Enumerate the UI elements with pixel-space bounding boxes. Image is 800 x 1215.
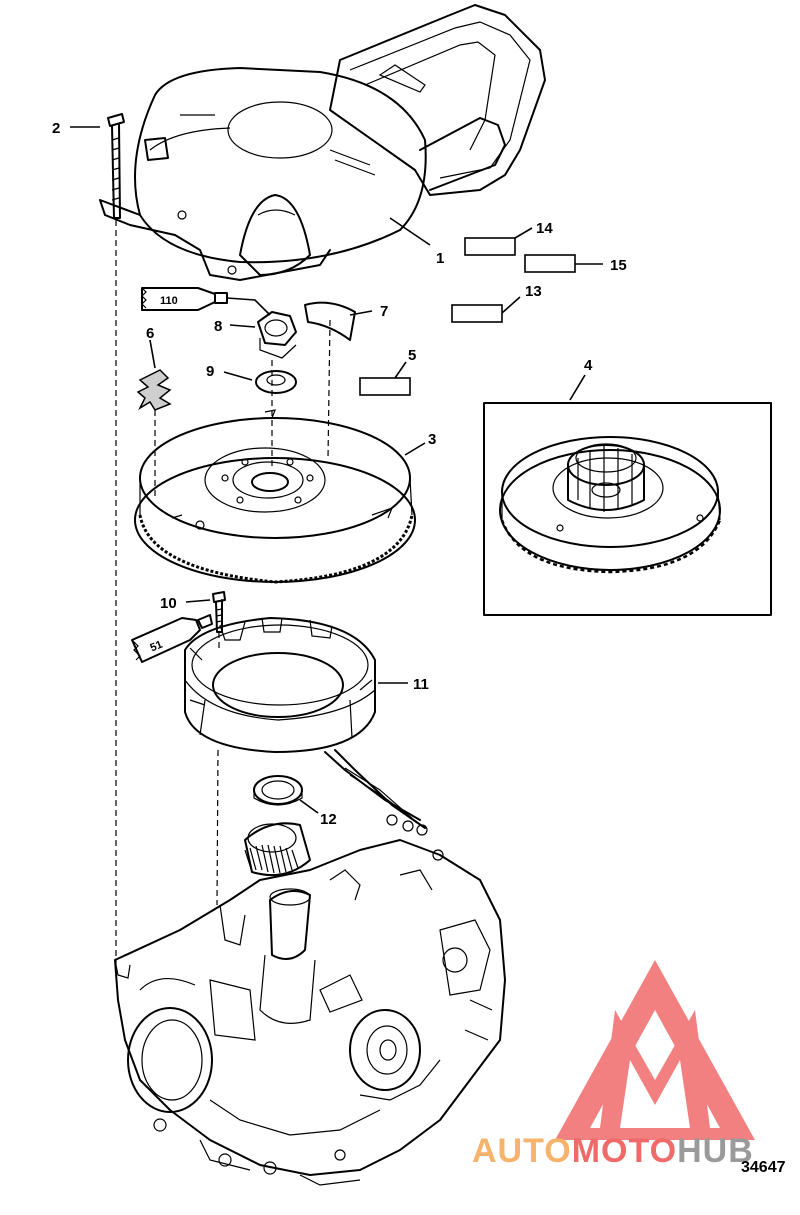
flywheel-3 [134,409,416,584]
tube-51-label: 51 [148,639,164,655]
key-7 [304,301,356,341]
callout-15: 15 [610,257,627,274]
label-plate-14 [464,237,516,256]
callouts: 2 1 14 15 13 7 8 6 9 5 4 3 10 11 12 [52,120,627,828]
callout-11: 11 [413,676,429,693]
flywheel-ring-gear [138,514,414,584]
tube-110-label: 110 [160,295,178,307]
callout-5: 5 [408,347,416,364]
label-plate-15 [524,254,576,273]
bolt-2 [107,113,125,219]
callout-10: 10 [160,595,177,612]
seal-12 [253,775,303,806]
callout-8: 8 [214,318,222,335]
label-plate-5 [359,377,411,396]
washer-9 [255,370,297,394]
callout-9: 9 [206,363,214,380]
adhesive-tube-51: 51 [131,614,213,663]
callout-13: 13 [525,283,542,300]
powerhead-block [114,839,506,1186]
flywheel-nut-8 [257,311,297,359]
crankshaft-gear [244,822,311,877]
svg-text:AUTOMOTOHUB: AUTOMOTOHUB [472,1132,754,1170]
alignment-line-stator [216,632,220,906]
callout-2: 2 [52,120,60,137]
callout-1: 1 [436,250,444,267]
inset-box [483,402,772,616]
figure-number: 34647 [741,1159,786,1176]
watermark-brand: AUTOMOTOHUB [472,1132,754,1170]
brand-part-moto: MOTO [572,1132,677,1170]
callout-14: 14 [536,220,553,237]
alignment-line-key [327,319,331,459]
callout-3: 3 [428,431,436,448]
brand-part-auto: AUTO [472,1132,572,1170]
callout-7: 7 [380,303,388,320]
stator-11 [184,617,428,836]
logo-m-mark [600,1010,710,1128]
adhesive-tube-110: 110 [141,287,271,316]
label-plate-13 [451,304,503,323]
brand-part-hub: HUB [677,1132,754,1170]
callout-4: 4 [584,357,593,374]
callout-6: 6 [146,325,154,342]
flywheel-cover [99,4,546,281]
watermark-logo [555,960,755,1140]
strip-6 [136,369,172,411]
inset-flywheel-4 [483,402,772,616]
callout-12: 12 [320,811,337,828]
